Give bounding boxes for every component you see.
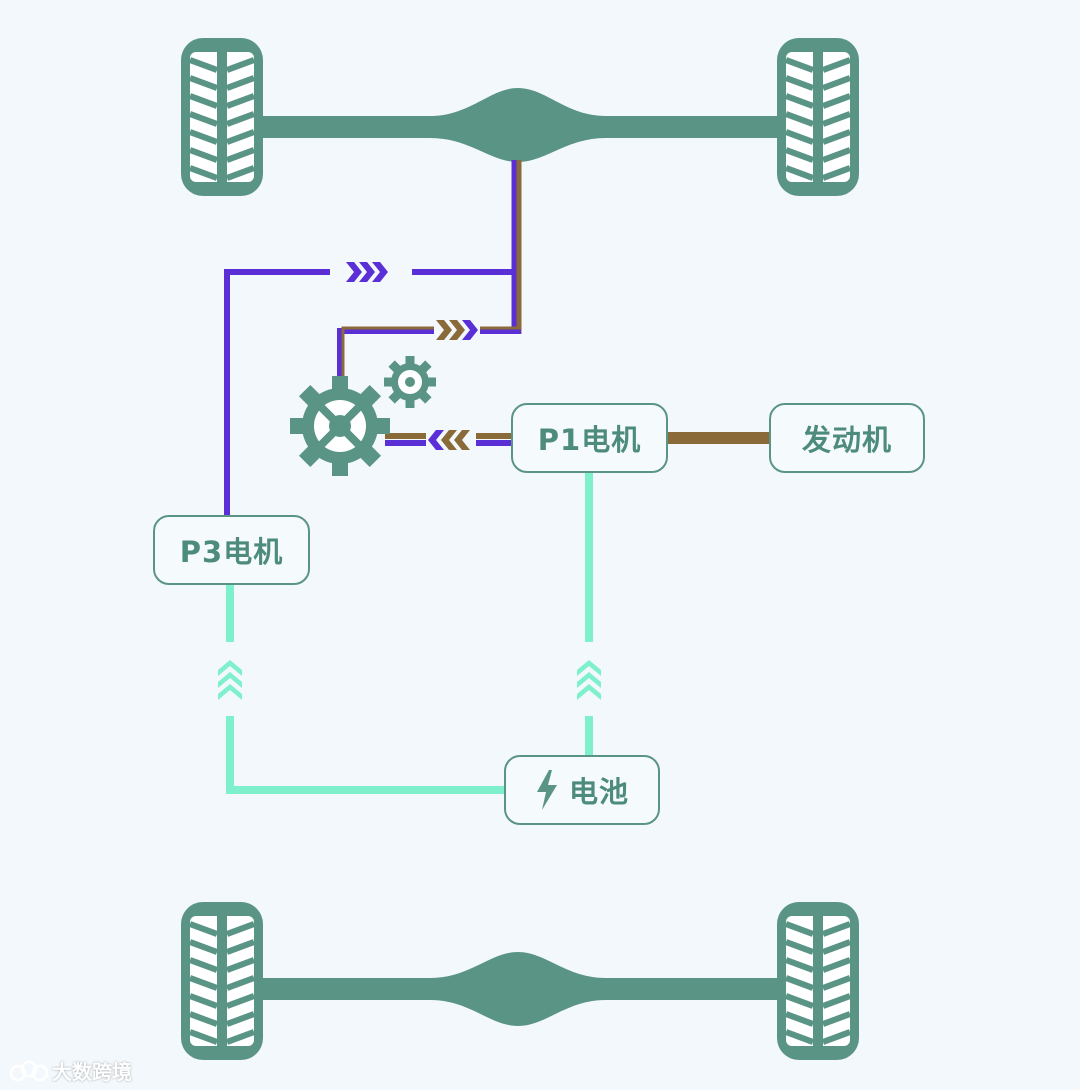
p1-flow-arrow-icon	[428, 430, 470, 450]
p3-motor-node: P3电机	[153, 515, 310, 585]
engine-label: 发动机	[801, 423, 892, 457]
engine-drive-path	[337, 320, 521, 385]
engine-node: 发动机	[769, 403, 925, 473]
gearbox-icon	[290, 356, 436, 476]
rear-left-tire-icon	[181, 902, 263, 1060]
lightning-bolt-icon	[535, 770, 559, 810]
p3-motor-label: P3电机	[179, 535, 284, 569]
watermark: 大数跨境	[10, 1056, 132, 1085]
front-left-tire-icon	[181, 38, 263, 196]
front-differential	[430, 88, 606, 162]
p1-motor-label: P1电机	[537, 423, 642, 457]
battery-to-p3-arrow-icon	[218, 660, 242, 700]
battery-node: 电池	[504, 755, 660, 825]
rear-axle	[181, 902, 859, 1060]
battery-to-p1-arrow-icon	[577, 660, 601, 700]
watermark-logo-icon	[10, 1060, 48, 1081]
p1-motor-node: P1电机	[511, 403, 668, 473]
p3-drive-path	[224, 262, 516, 516]
p3-flow-arrow-icon	[346, 262, 388, 282]
rear-differential	[430, 952, 606, 1026]
front-right-tire-icon	[777, 38, 859, 196]
battery-links	[218, 473, 601, 794]
drive-shaft	[511, 160, 522, 334]
front-axle	[181, 38, 859, 196]
rear-right-tire-icon	[777, 902, 859, 1060]
p1-to-gearbox-path	[385, 430, 512, 450]
engine-flow-arrow-icon	[436, 320, 478, 340]
battery-label: 电池	[568, 775, 629, 809]
watermark-text: 大数跨境	[52, 1060, 132, 1084]
